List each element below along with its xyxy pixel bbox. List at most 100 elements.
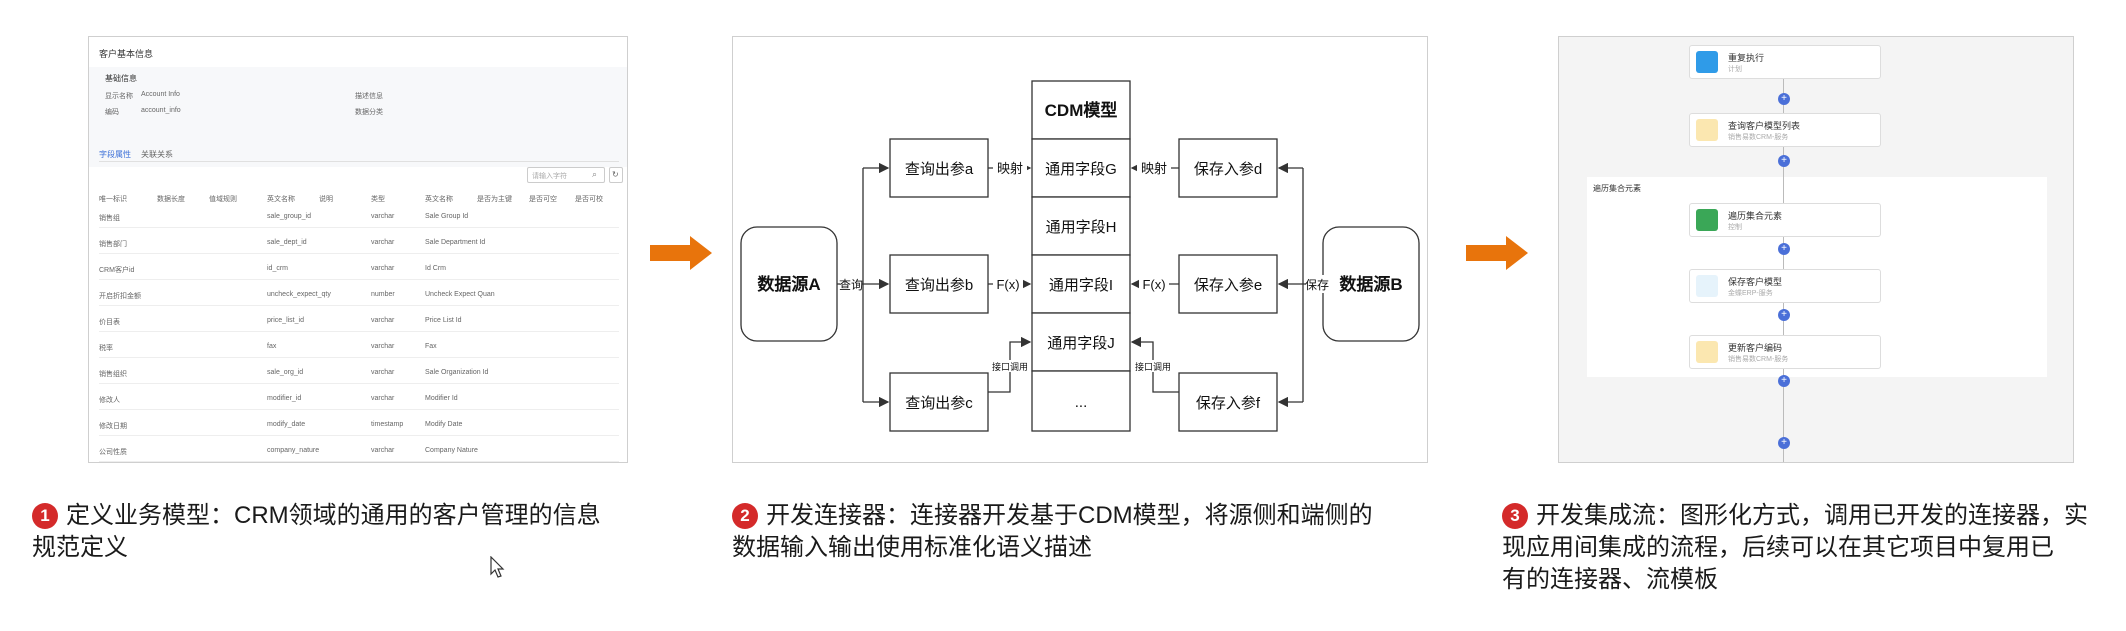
- query-out-b-box: [889, 254, 989, 314]
- refresh-button[interactable]: ↻: [609, 167, 623, 183]
- table-cell: fax: [267, 343, 277, 350]
- cdm-field-more-box: [1031, 370, 1131, 432]
- table-cell: Price List Id: [425, 317, 462, 324]
- table-row-divider: [99, 227, 619, 228]
- save-in-label: 保存入参e: [1194, 277, 1262, 294]
- step-badge: 3: [1502, 503, 1528, 529]
- add-step-button[interactable]: +: [1778, 375, 1790, 387]
- basic-info-section: 基础信息 显示名称 Account Info 描述信息 编码 account_i…: [89, 67, 627, 167]
- table-row-divider: [99, 357, 619, 358]
- connector-icon: [1696, 341, 1718, 363]
- step-subtitle: 销售易数CRM-服务: [1728, 356, 1789, 363]
- add-step-button[interactable]: +: [1778, 437, 1790, 449]
- tab-relations[interactable]: 关联关系: [141, 150, 173, 159]
- column-header: 英文名称: [425, 196, 453, 203]
- query-out-c-box: [889, 372, 989, 432]
- flow-step-card[interactable]: 查询客户模型列表 销售易数CRM-服务: [1689, 113, 1881, 147]
- flow-step-card[interactable]: 保存客户模型 金蝶ERP-服务: [1689, 269, 1881, 303]
- step-title: 遍历集合元素: [1728, 211, 1783, 221]
- add-step-button[interactable]: +: [1778, 309, 1790, 321]
- table-cell: Sale Department Id: [425, 239, 486, 246]
- save-in-d-box: [1178, 138, 1278, 198]
- table-cell: varchar: [371, 239, 395, 246]
- caption-line: 数据输入输出使用标准化语义描述: [732, 534, 1092, 561]
- search-input[interactable]: 请输入字符 ⌕: [527, 167, 605, 183]
- query-out-label: 查询出参c: [905, 395, 973, 412]
- flow-step-card[interactable]: 更新客户编码 销售易数CRM-服务: [1689, 335, 1881, 369]
- table-cell: sale_org_id: [267, 369, 304, 376]
- caption-line: 开发集成流：图形化方式，调用已开发的连接器，实: [1536, 502, 2088, 529]
- column-header: 值域规则: [209, 196, 237, 203]
- field-label: 显示名称: [105, 93, 133, 100]
- add-step-button[interactable]: +: [1778, 243, 1790, 255]
- calendar-icon: [1696, 51, 1718, 73]
- table-cell: Sale Organization Id: [425, 369, 489, 376]
- save-label: 保存: [1305, 278, 1329, 292]
- table-cell: 修改人: [99, 397, 120, 404]
- table-cell: 销售组织: [99, 371, 127, 378]
- save-in-e-box: [1178, 254, 1278, 314]
- erp-icon: [1696, 275, 1718, 297]
- table-row-divider: [99, 253, 619, 254]
- table-cell: Id Crm: [425, 265, 446, 272]
- loop-icon: [1696, 209, 1718, 231]
- caption-line: 定义业务模型：CRM领域的通用的客户管理的信息: [66, 502, 601, 529]
- add-step-button[interactable]: +: [1778, 155, 1790, 167]
- step-subtitle: 销售易数CRM-服务: [1728, 134, 1789, 141]
- table-cell: 销售部门: [99, 241, 127, 248]
- connector-diagram-svg: 数据源A 数据源B CDM模型 通用字段G 通用字段H 通用字段I 通用字段J …: [740, 80, 1420, 432]
- table-cell: varchar: [371, 447, 395, 454]
- field-value: Account Info: [141, 91, 180, 98]
- step-subtitle: 计划: [1728, 66, 1742, 73]
- field-label: 数据分类: [355, 109, 383, 116]
- caption-line: 开发连接器：连接器开发基于CDM模型，将源侧和端侧的: [766, 502, 1373, 529]
- table-cell: Company Nature: [425, 447, 478, 454]
- add-step-button[interactable]: +: [1778, 93, 1790, 105]
- table-cell: Modify Date: [425, 421, 463, 428]
- field-value: account_info: [141, 107, 181, 114]
- step-badge: 2: [732, 503, 758, 529]
- data-source-b-label: 数据源B: [1339, 274, 1402, 294]
- table-row-divider: [99, 279, 619, 280]
- column-header: 是否可空: [529, 196, 557, 203]
- cdm-field-g-box: [1031, 138, 1131, 198]
- cdm-field: 通用字段J: [1047, 335, 1115, 352]
- column-header: 英文名称: [267, 196, 295, 203]
- save-in-label: 保存入参f: [1196, 395, 1261, 412]
- table-cell: varchar: [371, 369, 395, 376]
- table-cell: 修改日期: [99, 423, 127, 430]
- connector-icon: [1696, 119, 1718, 141]
- table-cell: CRM客户id: [99, 267, 135, 274]
- table-cell: modify_date: [267, 421, 306, 428]
- table-cell: varchar: [371, 395, 395, 402]
- table-cell: company_nature: [267, 447, 320, 454]
- table-cell: modifier_id: [267, 395, 302, 402]
- table-row-divider: [99, 461, 619, 462]
- caption-2: 2 开发连接器：连接器开发基于CDM模型，将源侧和端侧的 数据输入输出使用标准化语…: [732, 500, 1422, 564]
- tab-divider: [99, 161, 619, 162]
- step-badge: 1: [32, 503, 58, 529]
- table-cell: id_crm: [267, 265, 289, 272]
- map-label: 映射: [997, 161, 1023, 176]
- table-cell: 销售组: [99, 215, 120, 222]
- cdm-field: 通用字段I: [1049, 277, 1113, 294]
- table-cell: uncheck_expect_qty: [267, 291, 331, 298]
- map-label: 映射: [1141, 161, 1167, 176]
- business-model-screenshot: 客户基本信息 基础信息 显示名称 Account Info 描述信息 编码 ac…: [88, 36, 628, 463]
- tab-field-attr[interactable]: 字段属性: [99, 150, 131, 159]
- section-title: 基础信息: [105, 74, 137, 83]
- caption-line: 有的连接器、流模板: [1502, 566, 1718, 593]
- table-cell: varchar: [371, 317, 395, 324]
- table-cell: number: [371, 291, 395, 298]
- flow-step-card[interactable]: 遍历集合元素 控制: [1689, 203, 1881, 237]
- cursor-icon: [490, 556, 505, 578]
- loop-label: 遍历集合元素: [1593, 184, 1641, 193]
- flow-step-card[interactable]: 重复执行 计划: [1689, 45, 1881, 79]
- table-cell: varchar: [371, 213, 395, 220]
- table-cell: Sale Group Id: [425, 213, 469, 220]
- search-placeholder: 请输入字符: [532, 173, 567, 180]
- arrow-right-icon: [650, 236, 712, 270]
- fx-label: F(x): [1142, 277, 1165, 292]
